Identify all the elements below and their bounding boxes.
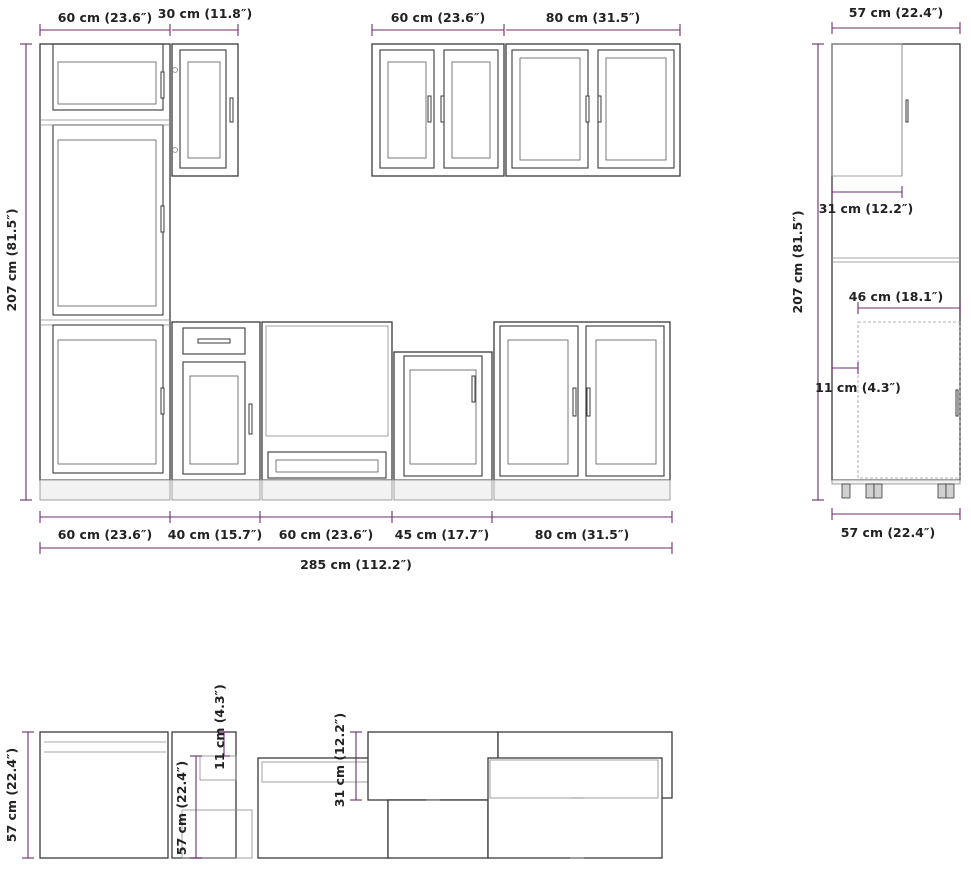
dim-side-wall-depth: 31 cm (12.2″) [819,201,913,216]
front-elevation: 60 cm (23.6″) 30 cm (11.8″) 60 cm (23.6″… [4,6,681,572]
dim-base-60-oven: 60 cm (23.6″) [279,527,373,542]
dim-side-depth-top: 57 cm (22.4″) [849,5,943,20]
base-cabinet-80 [493,321,671,501]
dim-total-height-front: 207 cm (81.5″) [4,208,19,311]
plan-view [22,731,673,859]
dim-wall-60-width: 60 cm (23.6″) [391,10,485,25]
dim-wall-80-width: 80 cm (31.5″) [546,10,640,25]
small-wall-cabinet [171,43,239,177]
left-height-dimension [20,43,32,501]
bottom-dimensions [39,511,673,554]
dim-plan-setback-11: 11 cm (4.3″) [212,684,227,770]
dim-side-base-depth: 46 cm (18.1″) [849,289,943,304]
dim-total-width: 285 cm (112.2″) [300,557,412,572]
dim-base-60-tall: 60 cm (23.6″) [58,527,152,542]
dim-tall-width-top: 60 cm (23.6″) [58,10,152,25]
dim-base-40: 40 cm (15.7″) [168,527,262,542]
dim-side-plinth-setback: 11 cm (4.3″) [815,380,901,395]
tall-cabinet [39,43,171,501]
dim-base-80: 80 cm (31.5″) [535,527,629,542]
dim-plan-wall-depth-31: 31 cm (12.2″) [332,713,347,807]
dim-side-total-height: 207 cm (81.5″) [790,210,805,313]
dim-plan-depth-57-inner: 57 cm (22.4″) [174,761,189,855]
dim-small-wall-width: 30 cm (11.8″) [158,6,252,21]
base-cabinet-40 [171,321,261,501]
dim-plan-depth-left: 57 cm (22.4″) [4,748,19,842]
wall-cabinet-60 [371,43,505,177]
dim-side-depth-bottom: 57 cm (22.4″) [841,525,935,540]
base-cabinet-45 [393,351,493,501]
wall-cabinet-80 [505,43,681,177]
oven-cabinet-60 [261,321,393,501]
top-dimensions [39,24,681,36]
dim-base-45: 45 cm (17.7″) [395,527,489,542]
side-elevation [812,22,961,520]
